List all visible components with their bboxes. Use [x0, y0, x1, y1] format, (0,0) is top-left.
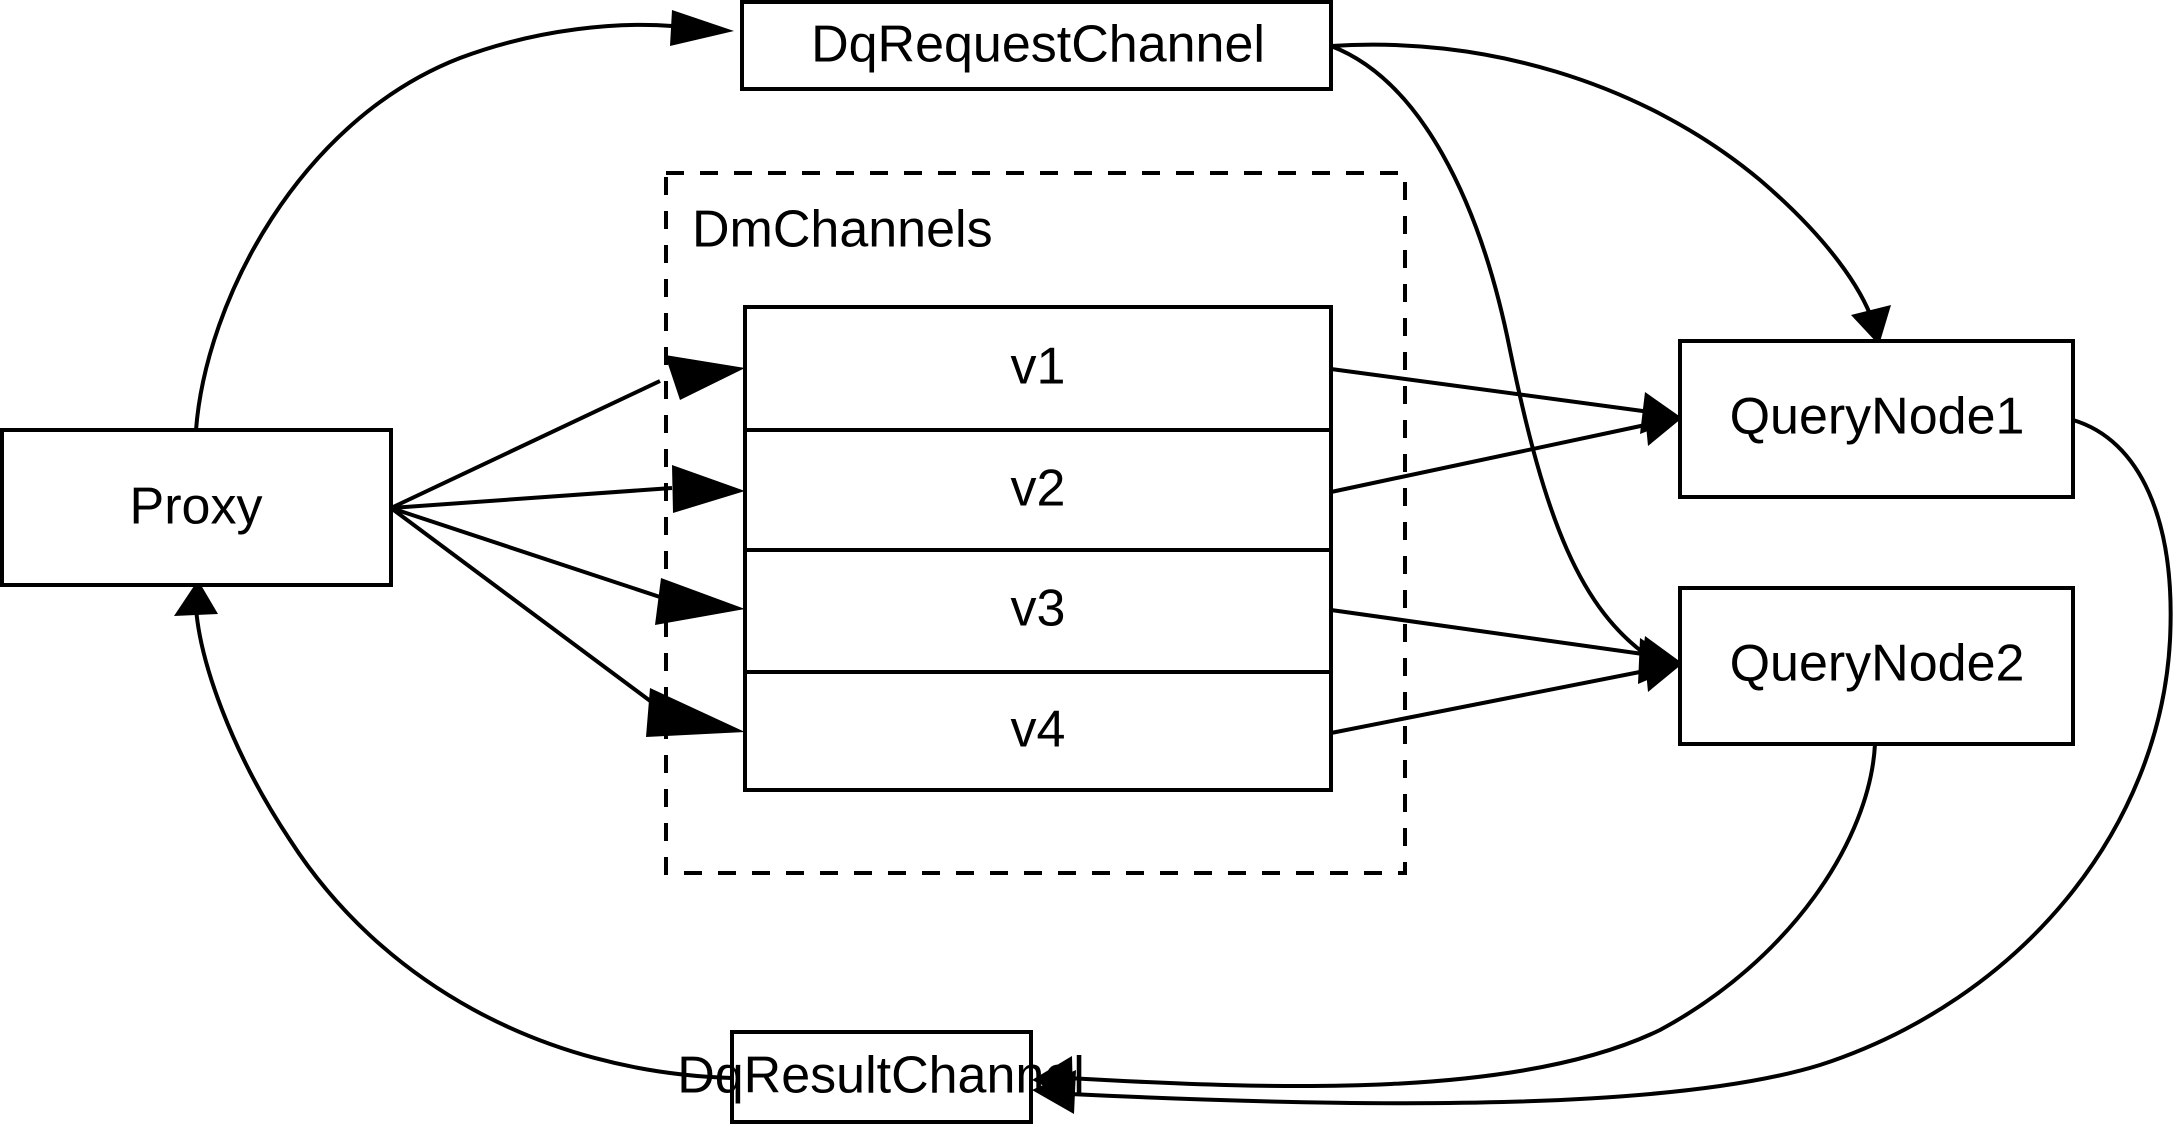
edge-v1-to-query-node-1	[1330, 367, 1682, 434]
edge-dq-result-channel-to-proxy	[174, 580, 733, 1080]
edge-proxy-to-v2	[390, 465, 745, 513]
edge-dq-request-channel-to-query-node-1	[1330, 42, 1891, 345]
shard-row-v4-label[interactable]: v4	[1011, 701, 1066, 759]
shard-row-v3-label[interactable]: v3	[1011, 580, 1066, 638]
node-dq-request-channel-label: DqRequestChannel	[811, 16, 1265, 74]
edge-dq-request-channel-to-query-node-2	[1330, 44, 1682, 684]
node-proxy[interactable]: Proxy	[0, 428, 393, 587]
arrowhead-icon	[672, 465, 745, 513]
dm-channels-group-border	[664, 171, 1407, 875]
node-query-node-1[interactable]: QueryNode1	[1678, 339, 2075, 499]
node-dq-result-channel-box[interactable]	[730, 1030, 1033, 1124]
dm-channels-group-label: DmChannels	[692, 201, 993, 259]
dm-channels-group: DmChannels	[664, 171, 1407, 875]
node-query-node-1-box[interactable]	[1678, 339, 2075, 499]
arrowhead-icon	[1644, 650, 1682, 692]
arrowhead-icon	[646, 688, 745, 737]
shard-channel-stack: v1 v2 v3 v4	[743, 305, 1333, 792]
arrowhead-icon	[655, 578, 745, 625]
node-proxy-label: Proxy	[130, 478, 263, 536]
edge-v2-to-query-node-1	[1330, 404, 1682, 494]
edge-v4-to-query-node-2	[1330, 650, 1682, 735]
node-dq-request-channel[interactable]: DqRequestChannel	[740, 0, 1333, 91]
edge-proxy-to-v4	[389, 506, 745, 737]
node-dq-request-channel-box[interactable]	[740, 0, 1333, 91]
arrowhead-icon	[1644, 404, 1682, 446]
edge-proxy-to-dq-request-channel	[194, 10, 734, 431]
arrowhead-icon	[665, 355, 745, 400]
edge-proxy-to-v1	[390, 355, 745, 510]
edge-v3-to-query-node-2	[1330, 608, 1682, 678]
shard-row-v2-label[interactable]: v2	[1011, 460, 1066, 518]
node-query-node-2-box[interactable]	[1678, 586, 2075, 746]
arrowhead-icon	[1851, 305, 1891, 345]
node-dq-result-channel[interactable]: DqResultChannel	[677, 1030, 1085, 1124]
node-query-node-2-label: QueryNode2	[1730, 635, 2025, 693]
node-proxy-box[interactable]	[0, 428, 393, 587]
shard-row-v1-label[interactable]: v1	[1011, 338, 1066, 396]
arrowhead-icon	[670, 10, 734, 46]
arrowhead-icon	[1032, 1056, 1073, 1100]
node-dq-result-channel-label: DqResultChannel	[677, 1047, 1085, 1105]
edge-query-node-2-to-dq-result-channel	[1032, 743, 1877, 1100]
arrowhead-icon	[174, 580, 218, 616]
node-query-node-1-label: QueryNode1	[1730, 388, 2025, 446]
node-query-node-2[interactable]: QueryNode2	[1678, 586, 2075, 746]
edge-proxy-to-v3	[390, 506, 745, 625]
